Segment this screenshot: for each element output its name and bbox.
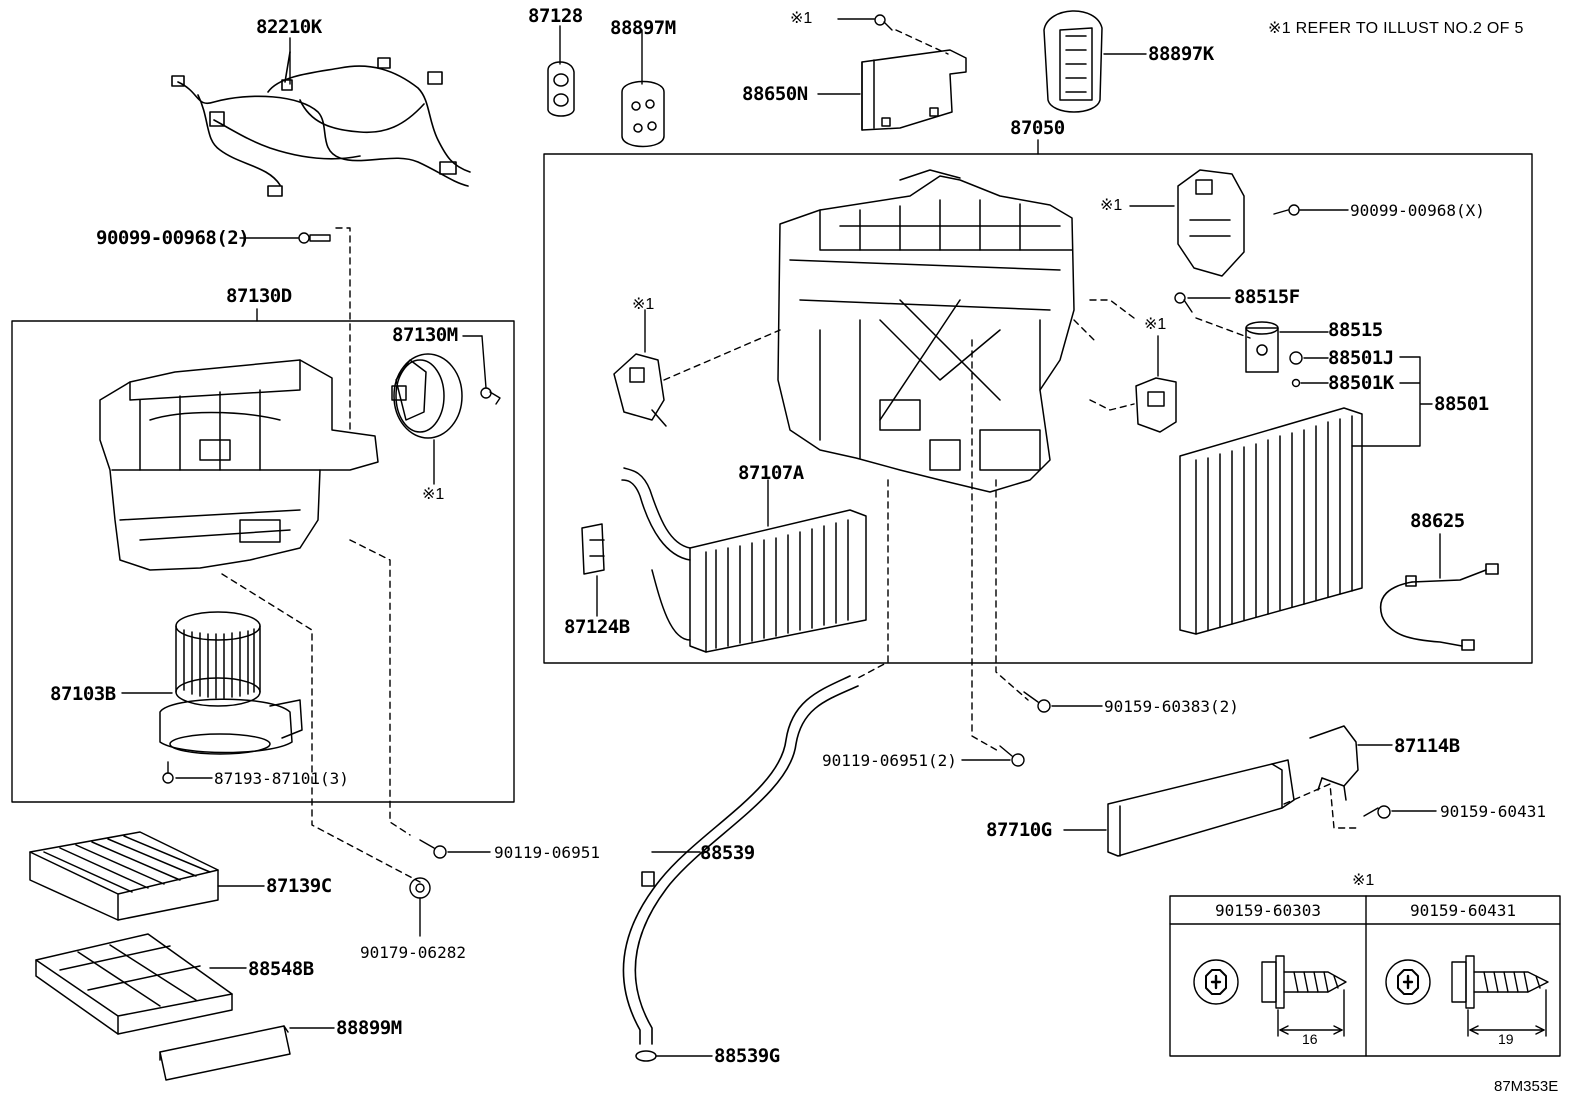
- screw-body-90159-60303: [1261, 955, 1347, 1009]
- ref-mark-blower-cover: ※1: [422, 486, 445, 503]
- label-87124b: 87124B: [564, 616, 630, 638]
- label-87139c: 87139C: [266, 875, 332, 897]
- filter-case-88548b: [35, 933, 233, 1035]
- label-87107a: 87107A: [738, 462, 804, 484]
- label-87710g: 87710G: [986, 819, 1052, 841]
- label-87128: 87128: [528, 5, 583, 27]
- bolt-90099-00968: [298, 232, 331, 244]
- label-87103b: 87103B: [50, 683, 116, 705]
- label-88515f: 88515F: [1234, 286, 1300, 308]
- label-88515: 88515: [1328, 319, 1383, 341]
- evaporator-88501: [1179, 407, 1363, 635]
- duct-seal-88897k: [1043, 10, 1103, 113]
- dimension-19: 19: [1498, 1031, 1514, 1047]
- label-90179-06282: 90179-06282: [360, 943, 466, 962]
- o-ring-88501k: [1291, 378, 1301, 388]
- ref-mark-servo-left: ※1: [632, 296, 655, 313]
- screw-head-90159-60431: [1385, 959, 1431, 1005]
- label-88501: 88501: [1434, 393, 1489, 415]
- label-87130m: 87130M: [392, 324, 458, 346]
- controller-88650n: [861, 49, 967, 131]
- o-ring-88501j: [1289, 351, 1303, 365]
- reference-note: ※1 REFER TO ILLUST NO.2 OF 5: [1268, 20, 1524, 37]
- label-90119-06951: 90119-06951: [494, 843, 600, 862]
- blower-motor-drawing: [159, 611, 303, 755]
- fastener-table-col-2: 90159-60431: [1410, 901, 1516, 920]
- bolt-88515f: [1174, 292, 1193, 313]
- rear-heater-87710g: [1107, 759, 1295, 857]
- label-88501j: 88501J: [1328, 347, 1394, 369]
- wire-harness-drawing: [171, 51, 471, 197]
- label-88897m: 88897M: [610, 17, 676, 39]
- label-88539g: 88539G: [714, 1045, 780, 1067]
- label-88897k: 88897K: [1148, 43, 1214, 65]
- heater-core-87107a: [621, 467, 867, 653]
- air-conditioning-unit-frame: [543, 153, 1533, 664]
- label-87114b: 87114B: [1394, 735, 1460, 757]
- bolt-90119-06951: [419, 839, 447, 859]
- fastener-table-title: ※1: [1352, 872, 1375, 889]
- expansion-valve-88515: [1245, 321, 1279, 373]
- label-87193-87101: 87193-87101(3): [214, 769, 349, 788]
- cover-88899m: [159, 1025, 291, 1081]
- label-90099-00968-x: 90099-00968(X): [1350, 201, 1485, 220]
- screw-90099-00968x: [1273, 204, 1300, 216]
- bolt-90159-60431: [1363, 805, 1391, 819]
- ref-mark-controller: ※1: [790, 10, 813, 27]
- label-90159-60383: 90159-60383(2): [1104, 697, 1239, 716]
- bolt-90159-60383: [1023, 691, 1051, 713]
- blower-cover-drawing: [391, 353, 463, 439]
- screw-head-90159-60303: [1193, 959, 1239, 1005]
- ref-mark-servo-center: ※1: [1144, 316, 1167, 333]
- ref-mark-servo-top: ※1: [1100, 197, 1123, 214]
- grommet-87128: [547, 61, 575, 117]
- label-87050: 87050: [1010, 117, 1065, 139]
- label-88501k: 88501K: [1328, 372, 1394, 394]
- thermistor-88625: [1379, 563, 1499, 651]
- blower-assembly-frame: [11, 320, 515, 803]
- label-87130d: 87130D: [226, 285, 292, 307]
- clamp-87124b: [581, 523, 605, 575]
- damper-servo-top: [1177, 169, 1245, 277]
- label-82210k: 82210K: [256, 16, 322, 38]
- screw-87193: [162, 761, 174, 784]
- screw-88650n: [874, 14, 893, 31]
- label-88899m: 88899M: [336, 1017, 402, 1039]
- screw-body-90159-60431: [1451, 955, 1549, 1009]
- illustration-id: 87M353E: [1494, 1078, 1559, 1095]
- dimension-16: 16: [1302, 1031, 1318, 1047]
- label-88625: 88625: [1410, 510, 1465, 532]
- blower-case-drawing: [99, 359, 379, 571]
- drain-hose-88539: [622, 675, 859, 1045]
- label-90119-06951-2: 90119-06951(2): [822, 751, 957, 770]
- fastener-table: [1169, 895, 1561, 1057]
- label-88650n: 88650N: [742, 83, 808, 105]
- label-90159-60431: 90159-60431: [1440, 802, 1546, 821]
- bracket-87114b: [1309, 725, 1359, 801]
- label-88548b: 88548B: [248, 958, 314, 980]
- seal-88897m: [621, 80, 665, 148]
- damper-servo-center: [1135, 377, 1177, 433]
- grommet-88539g: [635, 1050, 657, 1062]
- fastener-table-col-1: 90159-60303: [1215, 901, 1321, 920]
- label-90099-00968-2: 90099-00968(2): [96, 227, 250, 249]
- bolt-90119-06951-2: [999, 745, 1025, 767]
- cabin-filter-87139c: [29, 831, 219, 921]
- label-88539: 88539: [700, 842, 755, 864]
- damper-servo-left: [613, 353, 667, 427]
- nut-90179-06282: [409, 877, 431, 899]
- screw-87130m: [480, 387, 501, 405]
- hvac-unit-drawing: [777, 169, 1075, 493]
